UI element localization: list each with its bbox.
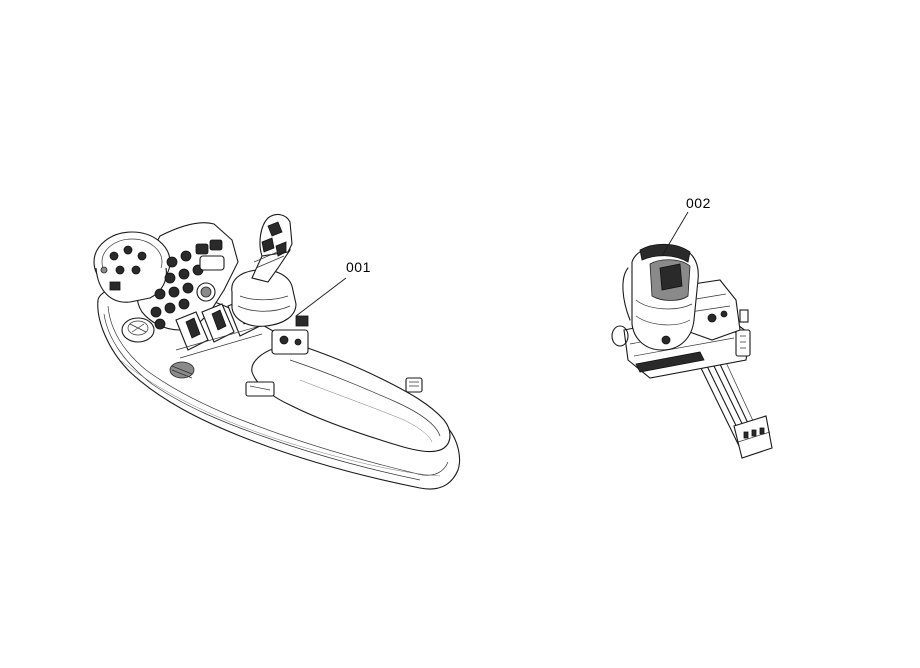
callout-label-001: 001 — [346, 259, 371, 275]
callout-label-002: 002 — [686, 195, 711, 211]
leader-line-001 — [295, 277, 347, 317]
hand-control-module — [611, 211, 773, 459]
joystick — [231, 213, 297, 327]
leader-line-002 — [661, 211, 689, 257]
armrest-console-assembly — [93, 213, 461, 490]
